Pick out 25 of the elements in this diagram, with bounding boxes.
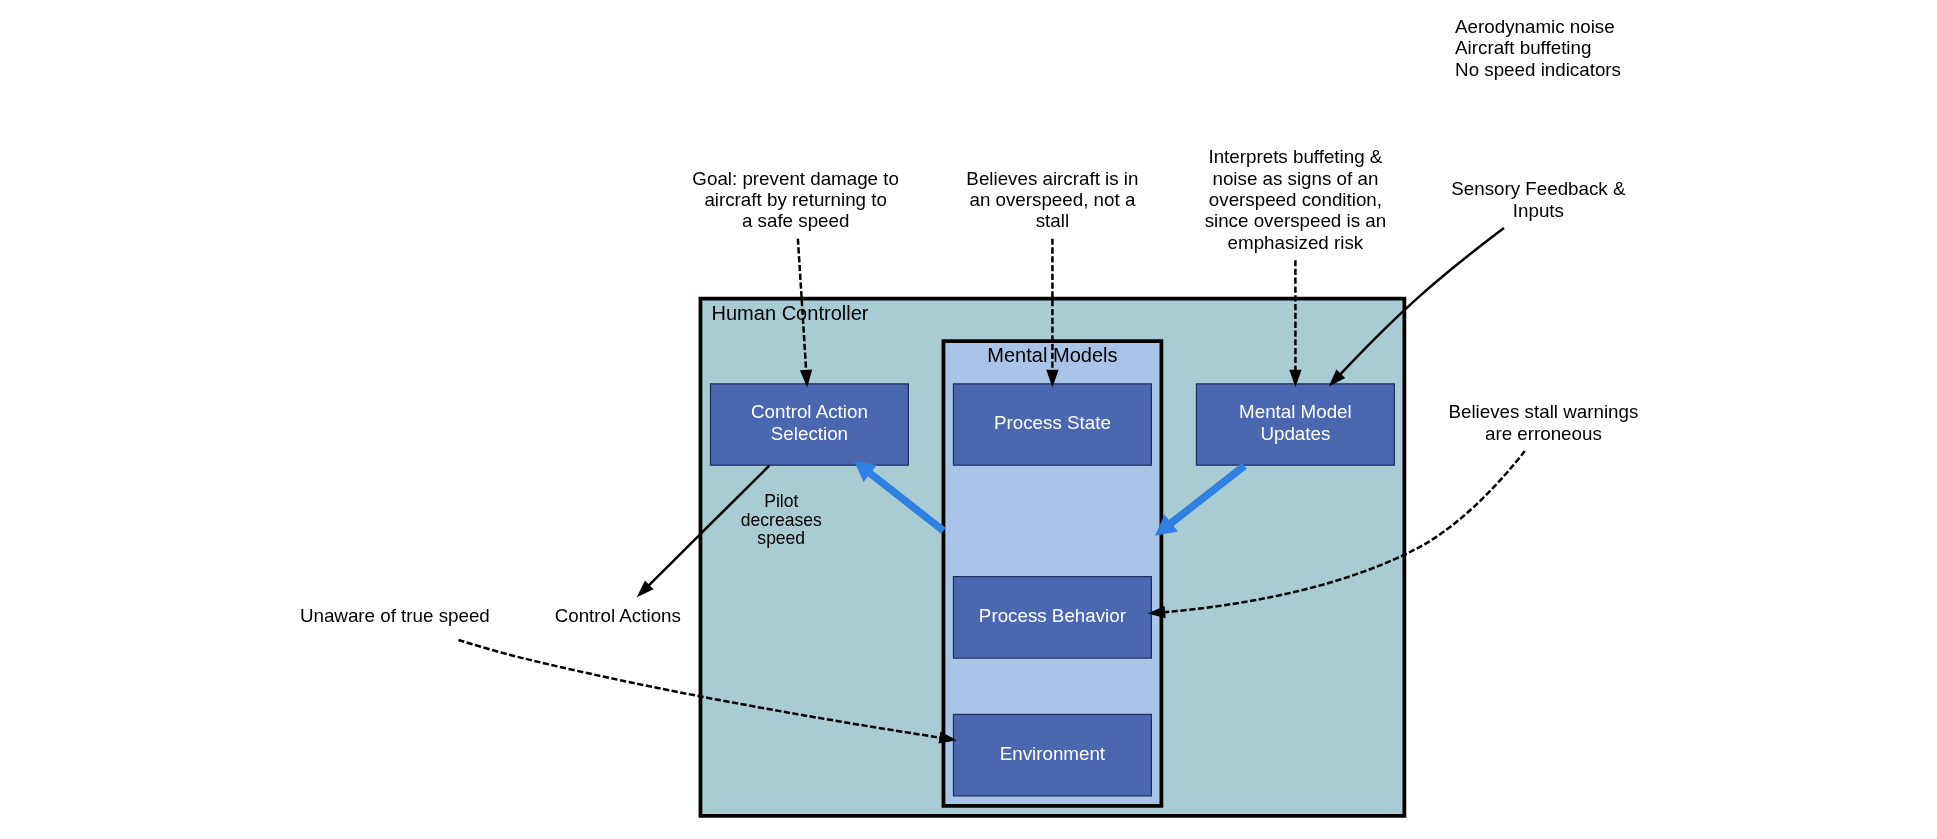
arrow [458, 638, 957, 744]
node-text: Sensory Feedback & Inputs [1451, 178, 1626, 221]
node-text: Believes stall warnings are erroneous [1448, 401, 1639, 444]
node-text: Interprets buffeting & noise as signs of an overspeed condition, since overspeed is an emphasized risk [1204, 146, 1387, 253]
node-box: Environment [952, 713, 1152, 797]
node-text: Unaware of true speed [299, 604, 490, 626]
arrow [1147, 450, 1526, 619]
label: No speed indicators [1455, 58, 1621, 80]
node-text: Goal: prevent damage to aircraft by returning to a safe speed [692, 167, 899, 232]
edge-label: Pilot decreases speed [740, 490, 822, 549]
arrow [636, 464, 771, 598]
node-text: Control Actions [554, 604, 681, 626]
label: Aerodynamic noise [1455, 16, 1615, 38]
node-box: Mental Model Updates [1195, 383, 1395, 466]
node-box: Process Behavior [952, 576, 1152, 659]
arrow [1155, 462, 1247, 536]
arrow [796, 238, 813, 388]
node-box: Process State [952, 383, 1152, 466]
arrow [1328, 227, 1505, 387]
node-box: Control Action Selection [709, 383, 909, 466]
arrow [854, 460, 946, 534]
label: Aircraft buffeting [1455, 37, 1592, 59]
node-text: Believes aircraft is in an overspeed, not a stall [966, 167, 1139, 232]
arrow [1046, 238, 1059, 388]
arrow [1289, 260, 1302, 388]
